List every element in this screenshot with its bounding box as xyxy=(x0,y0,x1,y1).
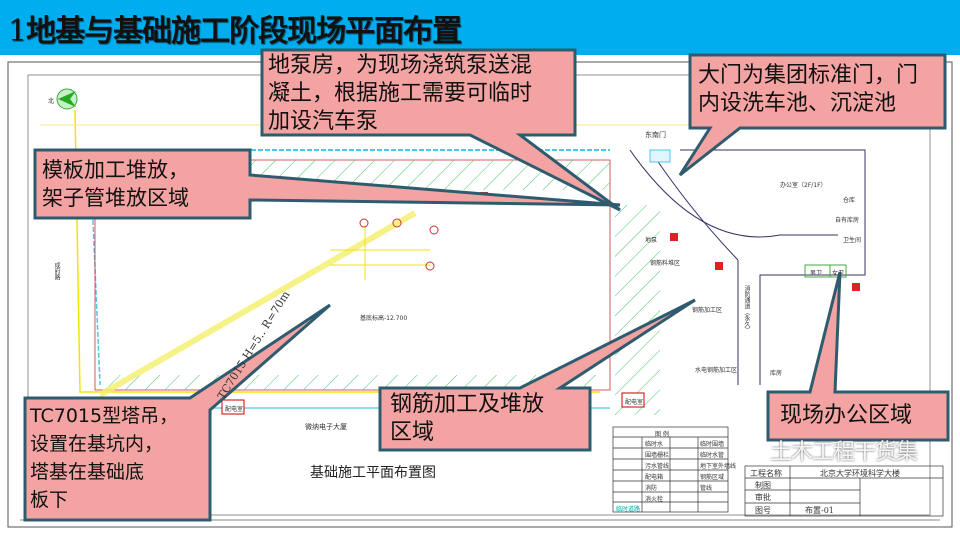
office-boundary xyxy=(680,149,866,385)
legend-item: 配电箱 xyxy=(645,474,664,481)
callout-office xyxy=(766,271,950,442)
title-text: 地基与基础施工阶段现场平面布置 xyxy=(26,14,462,49)
warehouse-label: 仓库 xyxy=(843,197,856,204)
legend-item: 污水管线 xyxy=(645,463,670,470)
foundation-level-label: 基底标高-12.700 xyxy=(360,315,408,322)
fire-lane-label: 消防通道（永久） xyxy=(743,285,750,333)
axis-bubble xyxy=(392,218,402,228)
rebar-storage-label: 钢筋料堆区 xyxy=(650,260,681,267)
north-label: 北 xyxy=(48,98,55,105)
mep-area-label: 水电钢筋加工区 xyxy=(695,367,738,374)
substation-box xyxy=(221,399,245,415)
south-building-label: 微纳电子大厦 xyxy=(305,423,347,431)
slide-title: 1地基与基础施工阶段现场平面布置 xyxy=(8,6,462,50)
storehouse-label: 库房 xyxy=(770,370,783,377)
legend-item: 临时道路 xyxy=(616,506,641,513)
callout-pump-room-text: 地泵房，为现场浇筑泵送混 凝土，根据施工需要可临时 加设汽车泵 xyxy=(268,53,533,134)
drawing-title: 基础施工平面布置图 xyxy=(310,465,436,481)
title-block xyxy=(744,465,944,517)
legend-item: 围墙栅栏 xyxy=(645,452,670,459)
drawing-no-label: 图号 xyxy=(755,506,771,515)
legend-item: 消火栓 xyxy=(645,496,664,503)
callout-tower-crane-text: TC7015型塔吊， 设置在基坑内， 塔基在基础底 板下 xyxy=(30,405,179,511)
callout-formwork xyxy=(33,148,621,220)
fire-lane-curve xyxy=(629,149,838,238)
callout-pump-room xyxy=(260,48,621,212)
male-wc-label: 男卫 xyxy=(810,270,823,277)
callout-office-text: 现场办公区域 xyxy=(780,403,913,428)
review-label: 审批 xyxy=(755,493,771,502)
callout-formwork-text: 模板加工堆放， 架子管堆放区域 xyxy=(42,158,189,210)
callout-rebar xyxy=(378,298,696,452)
hatched-rebar-zone xyxy=(615,205,660,415)
female-wc-label: 女卫 xyxy=(832,270,845,277)
title-number: 1 xyxy=(8,14,27,49)
substation-label: 配电室 xyxy=(225,406,244,413)
north-arrow-glyph-icon xyxy=(58,91,76,107)
axis-bubble xyxy=(425,261,435,271)
pump-label: 地泵 xyxy=(645,237,658,244)
legend-item: 临时水管 xyxy=(700,452,725,459)
wash-pool xyxy=(649,149,671,163)
axis-bubble xyxy=(359,218,369,228)
legend-table xyxy=(612,426,729,513)
substation-label-2: 配电室 xyxy=(625,399,644,406)
fire-box-icon xyxy=(715,262,723,270)
drawn-label: 制图 xyxy=(755,481,771,490)
legend-item: 管线 xyxy=(700,485,713,492)
legend-item: 消防 xyxy=(645,485,658,492)
rebar-area-label: 钢筋加工区 xyxy=(692,307,723,314)
access-road-curve xyxy=(649,149,739,261)
west-road-label: 成府路 xyxy=(53,262,60,280)
fire-box-icon xyxy=(670,233,678,241)
callout-gate-text: 大门为集团标准门，门 内设洗车池、沉淀池 xyxy=(698,63,919,116)
project-name: 北京大学环境科学大楼 xyxy=(820,469,900,478)
watermark: 土木工程干货集 xyxy=(770,440,918,465)
callout-tower-crane xyxy=(23,303,331,522)
legend-item: 临时围墙 xyxy=(700,441,725,448)
fire-box-icon xyxy=(852,283,860,291)
callout-gate xyxy=(678,53,947,177)
legend-item: 地下室外墙线 xyxy=(700,463,737,470)
tower-crane-arm xyxy=(98,210,417,398)
legend-item: 钢筋区域 xyxy=(700,474,725,481)
east-gate-label: 东南门 xyxy=(645,131,666,139)
axis-bubble xyxy=(429,225,439,235)
substation-box xyxy=(621,392,645,408)
callout-rebar-text: 钢筋加工及堆放 区域 xyxy=(390,392,545,445)
self-warehouse-label: 自有库房 xyxy=(835,217,860,224)
legend-title: 图 例 xyxy=(655,431,669,438)
office-label: 办公室（2F/1F） xyxy=(780,182,827,189)
legend-item: 临时水 xyxy=(645,441,664,448)
drawing-no: 布置-01 xyxy=(805,506,834,515)
project-label: 工程名称 xyxy=(750,469,782,478)
restroom-label: 卫生间 xyxy=(843,237,862,244)
